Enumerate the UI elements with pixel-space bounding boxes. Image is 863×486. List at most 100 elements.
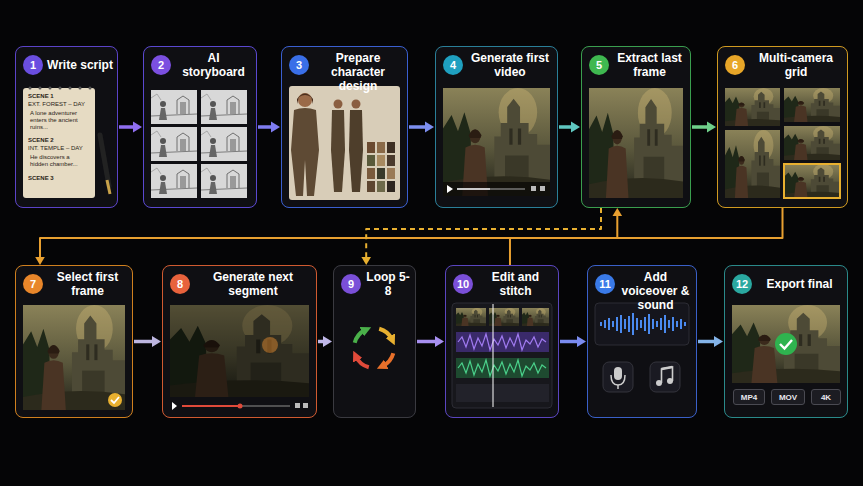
connector-line — [559, 125, 572, 129]
illustration-part — [281, 46, 408, 208]
illustration-part — [289, 86, 400, 200]
step-title: Multi-camera grid — [749, 51, 843, 79]
step-title: Generate first video — [467, 51, 553, 79]
illustration-part — [724, 265, 848, 418]
illustration-part — [662, 367, 673, 369]
illustration-part — [352, 100, 361, 109]
illustration-part — [611, 375, 625, 385]
script-line: He discovers a hidden chamber... — [30, 154, 88, 168]
next-segment — [170, 305, 309, 410]
illustration-part — [349, 110, 363, 192]
process-card: AI storyboard2 — [143, 46, 257, 208]
arrow-head — [271, 122, 280, 133]
format-badge: MP4 — [733, 389, 765, 405]
step-title: Select first frame — [47, 270, 128, 298]
illustration-part — [587, 265, 697, 418]
step-number-text: 12 — [736, 278, 748, 290]
illustration-part — [262, 337, 278, 353]
step-number: 1 — [23, 55, 43, 75]
card-grounds — [15, 46, 848, 418]
illustration-part — [780, 340, 792, 349]
notebook — [23, 87, 110, 199]
process-card: Loop 5-89 — [333, 265, 416, 418]
arrow-head — [323, 336, 332, 347]
step-number: 4 — [443, 55, 463, 75]
step-title: Export final — [756, 277, 843, 291]
illustration-part — [49, 87, 52, 90]
connector-line — [366, 208, 601, 258]
connector — [560, 336, 586, 347]
arrow-head — [613, 208, 623, 216]
illustration-part — [493, 304, 494, 407]
connector — [35, 208, 782, 265]
connector-line — [560, 340, 578, 344]
illustration-part — [182, 405, 290, 407]
illustration-part — [69, 87, 72, 90]
illustration-part — [387, 181, 395, 192]
illustration-part — [298, 93, 312, 107]
connector — [698, 336, 723, 347]
connector — [409, 122, 434, 133]
process-card: Extract last frame5 — [581, 46, 691, 208]
illustration-part — [367, 181, 375, 192]
step-number-text: 11 — [599, 278, 611, 290]
illustration-part — [367, 155, 375, 166]
illustration-part — [170, 305, 309, 397]
step-number: 12 — [732, 274, 752, 294]
illustration-part — [151, 90, 197, 124]
illustration-part — [589, 88, 683, 198]
connector-line — [692, 125, 708, 129]
arrow-head — [714, 336, 723, 347]
illustration-part — [443, 88, 550, 196]
format-label: MOV — [779, 393, 797, 402]
step-number: 2 — [151, 55, 171, 75]
connector-line — [417, 340, 436, 344]
audio — [595, 303, 689, 392]
connector — [559, 122, 580, 133]
script-line: SCENE 1 — [28, 93, 90, 100]
format-badge: MOV — [771, 389, 805, 405]
illustration-part — [333, 265, 416, 418]
step-title: Write script — [47, 58, 113, 72]
illustration-part — [725, 130, 780, 198]
illustration-part — [603, 362, 633, 392]
arrow-head — [435, 336, 444, 347]
illustration-part — [108, 393, 122, 407]
illustration-part — [458, 334, 546, 350]
illustration-part — [379, 329, 392, 340]
step-number-text: 10 — [457, 278, 469, 290]
last-frame — [589, 88, 683, 198]
step-number-text: 3 — [296, 59, 302, 71]
illustration-part — [732, 305, 840, 383]
illustration-part — [151, 127, 197, 161]
illustration-part — [15, 46, 118, 208]
illustration-part — [456, 308, 486, 326]
step-number: 11 — [595, 274, 615, 294]
step-number: 8 — [170, 274, 190, 294]
arrow-head — [35, 257, 45, 265]
illustration-part — [151, 164, 197, 198]
connector — [510, 208, 622, 265]
step-number: 5 — [589, 55, 609, 75]
illustration-part — [784, 164, 840, 198]
illustration-part — [291, 108, 319, 196]
illustration-part — [107, 180, 110, 194]
camera-grid — [725, 88, 840, 198]
format-label: 4K — [821, 393, 831, 402]
arrow-head — [425, 122, 434, 133]
illustration-part — [650, 362, 680, 392]
step-title: Prepare character design — [313, 51, 403, 93]
illustration-part — [143, 46, 257, 208]
step-number-text: 8 — [177, 278, 183, 290]
connector-line — [119, 125, 134, 129]
process-card: Edit and stitch10 — [445, 265, 559, 418]
arrow-head — [707, 122, 716, 133]
illustration-part — [89, 87, 92, 90]
illustration-part — [725, 88, 780, 126]
connector-line — [409, 125, 426, 129]
illustration-part — [387, 168, 395, 179]
script-line: INT. TEMPLE – DAY — [28, 145, 90, 152]
illustration-part — [23, 88, 95, 198]
step-title: Loop 5-8 — [365, 270, 411, 298]
